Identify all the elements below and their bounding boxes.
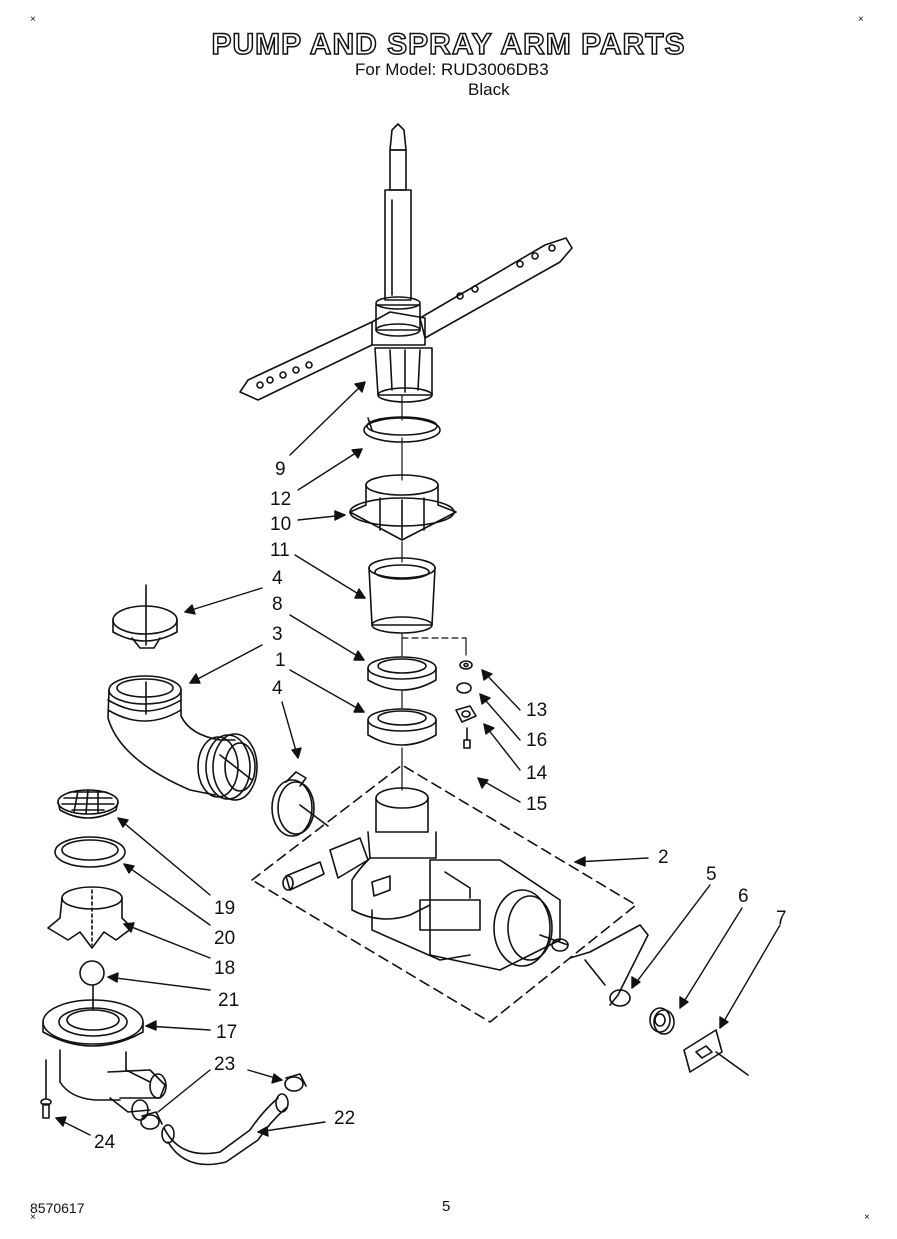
callout-1: 1 [275,650,286,671]
part-plate [683,1029,749,1076]
corner-mark-top-left: × [30,14,36,25]
part-elbow-hose [107,675,258,801]
callout-numbers: 9 12 10 11 4 8 3 1 4 13 16 14 15 2 5 6 7… [94,459,787,1153]
callout-11: 11 [270,540,290,561]
callout-16: 16 [526,730,547,751]
callout-13: 13 [526,700,547,721]
callout-4-lower: 4 [272,678,283,699]
callout-12: 12 [270,489,291,510]
page-number: 5 [442,1198,451,1215]
part-cylinder [368,557,436,634]
callout-2: 2 [658,847,669,868]
part-o-ring [54,836,126,868]
spray-arm-shaft [375,123,421,337]
callout-20: 20 [214,928,235,949]
part-spray-arm-manifold [374,347,433,403]
part-pump-motor-assembly [251,764,637,1023]
model-number: For Model: RUD3006DB3 [355,60,549,79]
callout-15: 15 [526,794,547,815]
part-hose-clamp-lower [271,771,329,837]
callout-6: 6 [738,886,749,907]
callout-24: 24 [94,1132,116,1153]
corner-mark-bottom-right: × [864,1212,870,1223]
part-small-clamps [140,1073,307,1130]
callout-5: 5 [706,864,717,885]
assembly-center-line [401,394,467,791]
part-sump [42,984,167,1121]
spray-arm [239,237,573,401]
callout-10: 10 [270,514,291,535]
model-color: Black [468,80,510,99]
page-title: PUMP AND SPRAY ARM PARTS [211,27,686,62]
callout-18: 18 [214,958,235,979]
part-collar [349,474,457,541]
part-hose-clamp-upper [112,584,178,649]
document-id: 8570617 [30,1200,85,1216]
callout-4-upper: 4 [272,568,283,589]
part-screw [40,1059,52,1119]
callout-8: 8 [272,594,283,615]
corner-mark-top-right: × [858,14,864,25]
part-grommet [649,1007,675,1035]
callout-19: 19 [214,898,235,919]
part-check-ball [79,960,105,986]
part-filter-screen [57,789,119,819]
part-wire-clip [569,924,649,1007]
part-seal-lower [367,708,437,746]
callout-17: 17 [216,1022,237,1043]
callout-leaders [55,381,781,1137]
part-valve-housing [47,886,133,949]
callout-9: 9 [275,459,286,480]
callout-22: 22 [334,1108,355,1129]
callout-14: 14 [526,763,548,784]
part-seal-upper [367,656,437,691]
callout-3: 3 [272,624,283,645]
callout-21: 21 [218,990,239,1011]
part-drain-hose [161,1093,289,1166]
callout-7: 7 [776,908,787,929]
callout-23: 23 [214,1054,235,1075]
corner-mark-bottom-left: × [30,1212,36,1223]
part-small-hardware [455,660,477,749]
